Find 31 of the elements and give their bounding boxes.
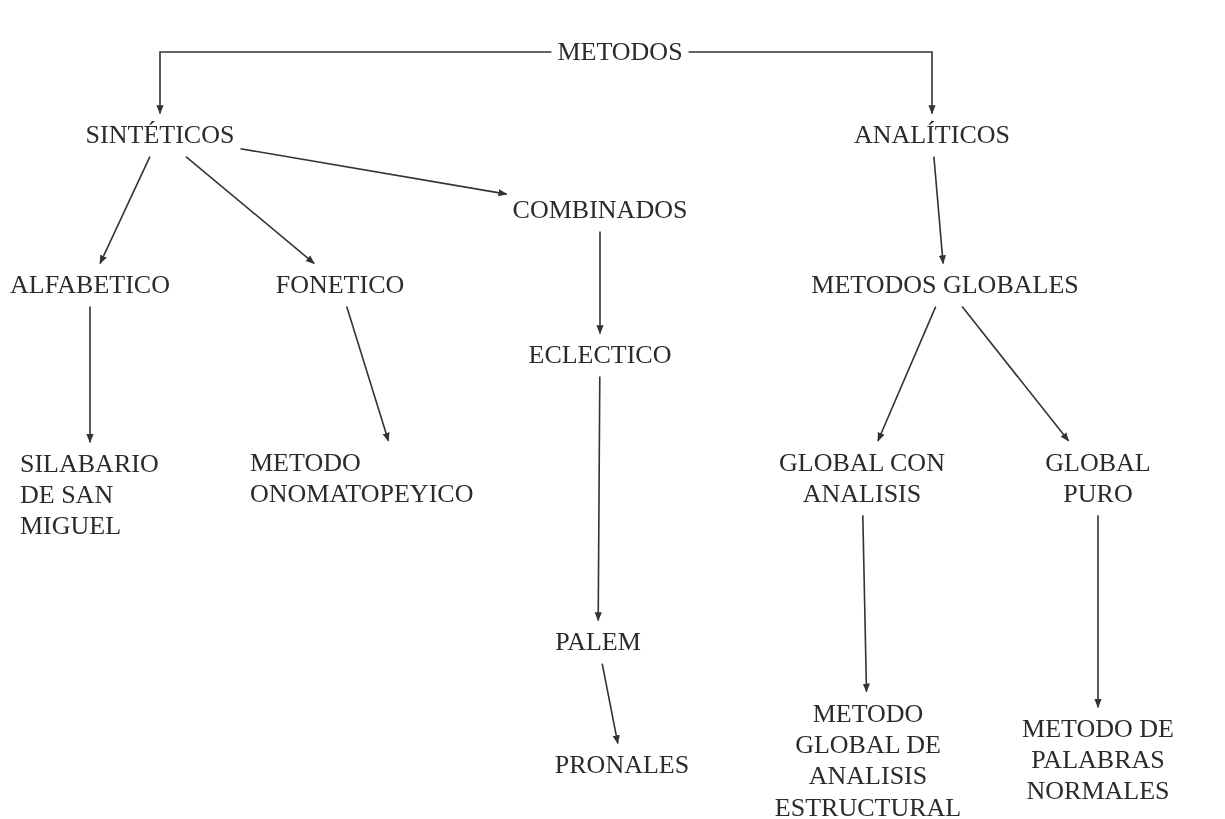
arrow <box>601 662 620 745</box>
arrow <box>99 155 151 265</box>
arrow <box>961 305 1070 442</box>
node-label: METODOS GLOBALES <box>811 269 1079 301</box>
node-label: ECLECTICO <box>528 339 672 371</box>
node-label: GLOBAL CON ANALISIS <box>778 446 946 510</box>
node-label: METODOS <box>557 36 683 68</box>
node-label: GLOBAL PURO <box>1044 446 1152 510</box>
node-label: ALFABETICO <box>10 269 170 301</box>
node-label: SILABARIO DE SAN MIGUEL <box>20 448 160 542</box>
arrow <box>156 51 553 115</box>
node-label: SINTÉTICOS <box>85 119 235 151</box>
node-label: FONETICO <box>275 269 405 301</box>
node-label: METODO GLOBAL DE ANALISIS ESTRUCTURAL <box>773 697 963 819</box>
arrow <box>594 375 602 622</box>
node-label: COMBINADOS <box>512 194 688 226</box>
arrow <box>239 147 508 197</box>
arrow <box>596 230 604 335</box>
node-label: METODO ONOMATOPEYICO <box>250 446 475 510</box>
arrow <box>86 305 94 444</box>
arrow <box>933 155 946 265</box>
arrow <box>1094 514 1102 709</box>
arrow <box>877 305 937 442</box>
arrow <box>687 51 936 115</box>
arrow <box>862 514 870 693</box>
arrow <box>185 155 315 265</box>
node-label: PRONALES <box>554 749 690 781</box>
arrow <box>345 305 390 442</box>
node-label: METODO DE PALABRAS NORMALES <box>1021 713 1175 807</box>
node-label: PALEM <box>555 626 641 658</box>
node-label: ANALÍTICOS <box>854 119 1010 151</box>
